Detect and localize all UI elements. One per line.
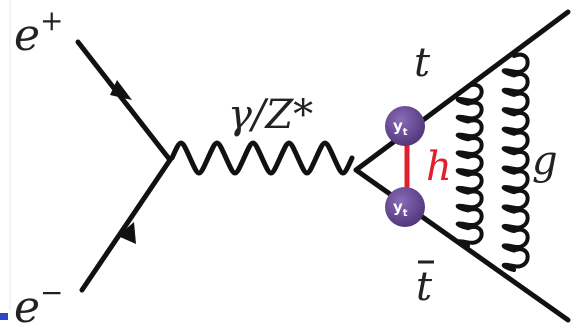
svg-text:yt: yt — [393, 117, 408, 138]
electron-arrow-icon — [118, 222, 136, 244]
label-e-minus: e− — [14, 276, 64, 328]
label-top: t — [414, 40, 431, 86]
electron-line — [79, 157, 173, 293]
positron-arrow-icon — [110, 80, 132, 100]
top-quark-line — [353, 9, 571, 173]
svg-text:yt: yt — [393, 198, 408, 219]
yukawa-vertex-bottom: yt — [385, 187, 425, 227]
label-higgs: h — [426, 144, 452, 190]
gluon-coil-outer — [501, 52, 530, 272]
label-e-plus: e+ — [14, 4, 64, 61]
blue-square-marker-icon — [0, 313, 8, 320]
positron-line — [75, 39, 173, 163]
photon-z-propagator — [169, 140, 355, 176]
label-antitop: t — [416, 264, 433, 310]
gluon-coil-inner — [455, 82, 484, 248]
label-gluon: g — [532, 138, 558, 184]
label-boson: γ/Z* — [228, 92, 313, 138]
yukawa-vertex-top: yt — [385, 106, 425, 146]
